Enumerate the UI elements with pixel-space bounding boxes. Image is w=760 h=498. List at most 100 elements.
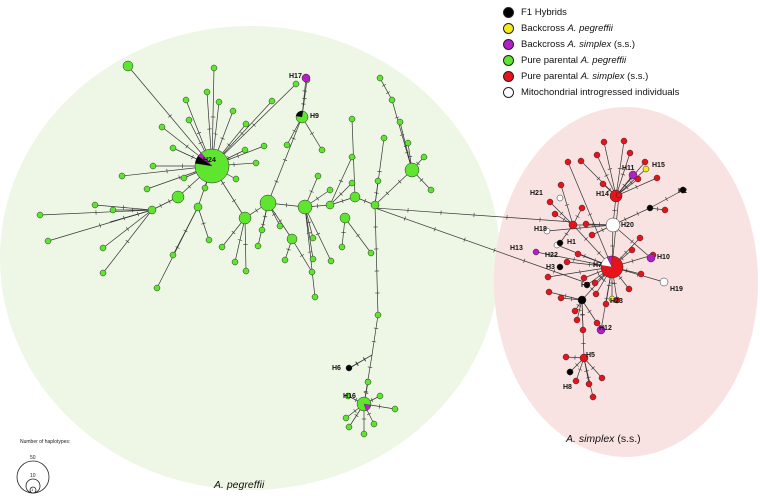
haplotype-node	[201, 184, 209, 192]
mutation-tick	[419, 178, 424, 182]
haplotype-node	[99, 269, 107, 277]
haplotype-node	[143, 185, 151, 193]
haplotype-node	[376, 74, 384, 82]
node-h23	[608, 295, 616, 303]
haplotype-node	[582, 220, 590, 228]
node-h6	[345, 364, 353, 372]
mutation-tick	[302, 97, 307, 100]
mutation-tick	[315, 232, 321, 236]
color-legend: F1 Hybrids Backcross A. pegreffii Backcr…	[503, 4, 753, 100]
mutation-tick	[631, 258, 634, 264]
haplotype-node	[44, 237, 52, 245]
mutation-tick	[564, 204, 570, 206]
haplotype-node	[259, 194, 277, 212]
mutation-tick	[159, 203, 162, 208]
mutation-tick	[523, 258, 526, 264]
haplotype-node	[180, 174, 188, 182]
haplotype-label-h20: H20	[621, 222, 634, 229]
mutation-tick	[620, 256, 624, 261]
haplotype-node	[345, 423, 353, 431]
mutation-tick	[407, 155, 413, 158]
mutation-tick	[187, 184, 192, 189]
mutation-tick	[168, 114, 172, 118]
haplotype-node	[641, 158, 649, 166]
haplotype-node	[325, 200, 335, 210]
haplotype-node	[367, 249, 375, 257]
haplotype-label-h14: H14	[596, 191, 609, 198]
mutation-tick	[394, 116, 400, 119]
haplotype-node	[588, 231, 596, 239]
haplotype-label-h16: H16	[343, 393, 356, 400]
haplotype-node	[314, 172, 322, 180]
mutation-tick	[553, 269, 556, 274]
mutation-tick	[237, 239, 243, 241]
haplotype-label-h12: H12	[599, 325, 612, 332]
mutation-tick	[231, 199, 237, 203]
mutation-tick	[573, 257, 575, 262]
haplotype-node	[615, 191, 623, 199]
haplotype-node	[578, 204, 586, 212]
mutation-tick	[597, 274, 602, 278]
haplotype-node	[297, 199, 313, 215]
pie-sector	[198, 152, 213, 167]
haplotype-label-h23: H23	[610, 298, 623, 305]
mutation-tick	[191, 154, 194, 160]
mutation-tick	[628, 177, 633, 181]
haplotype-label-h1: H1	[567, 239, 576, 246]
haplotype-node	[572, 377, 580, 385]
haplotype-node	[599, 180, 607, 188]
legend-item-backcross-pegreffii: Backcross A. pegreffii	[503, 20, 753, 36]
mutation-tick	[597, 251, 601, 255]
mutation-tick	[252, 123, 256, 127]
haplotype-node	[210, 64, 218, 72]
haplotype-node	[185, 116, 193, 124]
node-h12	[596, 325, 606, 335]
haplotype-node	[348, 153, 356, 161]
haplotype-node	[318, 146, 326, 154]
haplotype-node	[557, 181, 565, 189]
mutation-tick	[493, 248, 496, 253]
haplotype-node	[380, 134, 388, 142]
mutation-tick	[278, 219, 282, 223]
network-edge	[374, 204, 379, 316]
haplotype-node	[653, 174, 661, 182]
haplotype-node	[283, 141, 291, 149]
node-h10	[646, 253, 656, 263]
size-legend-title: Number of haplotypes:	[20, 439, 70, 445]
mutation-tick	[562, 217, 566, 222]
haplotype-label-h18: H18	[534, 226, 547, 233]
haplotype-label-h3: H3	[546, 264, 555, 271]
mutation-tick	[463, 237, 466, 242]
mutation-tick	[338, 179, 344, 183]
mutation-tick	[291, 137, 296, 140]
mutation-tick	[403, 216, 406, 221]
mutation-tick	[309, 190, 314, 193]
mutation-tick	[363, 198, 367, 204]
node-h18	[543, 227, 551, 235]
haplotype-node	[109, 206, 117, 214]
pie-sector	[363, 403, 372, 411]
haplotype-label-h21: H21	[530, 190, 543, 197]
haplotype-node	[231, 258, 239, 266]
node-h19	[659, 277, 669, 287]
mutation-tick	[575, 215, 580, 218]
haplotype-node	[370, 200, 380, 210]
node-h4	[583, 281, 591, 289]
mutation-tick	[604, 174, 609, 177]
mutation-tick	[404, 151, 410, 154]
network-edge	[371, 314, 379, 356]
haplotype-label-h6: H6	[332, 365, 341, 372]
haplotype-label-h11: H11	[622, 165, 635, 172]
node-h17	[301, 73, 311, 83]
mutation-tick	[271, 213, 277, 216]
haplotype-node	[589, 393, 597, 401]
haplotype-node	[308, 268, 316, 276]
size-legend-value-50: 50	[30, 455, 36, 461]
haplotype-node	[276, 222, 284, 230]
mutation-tick	[607, 168, 613, 170]
mutation-tick	[583, 253, 586, 259]
mutation-tick	[299, 254, 305, 257]
mutation-tick	[624, 250, 628, 255]
mutation-tick	[385, 191, 390, 196]
mutation-tick	[559, 211, 564, 216]
